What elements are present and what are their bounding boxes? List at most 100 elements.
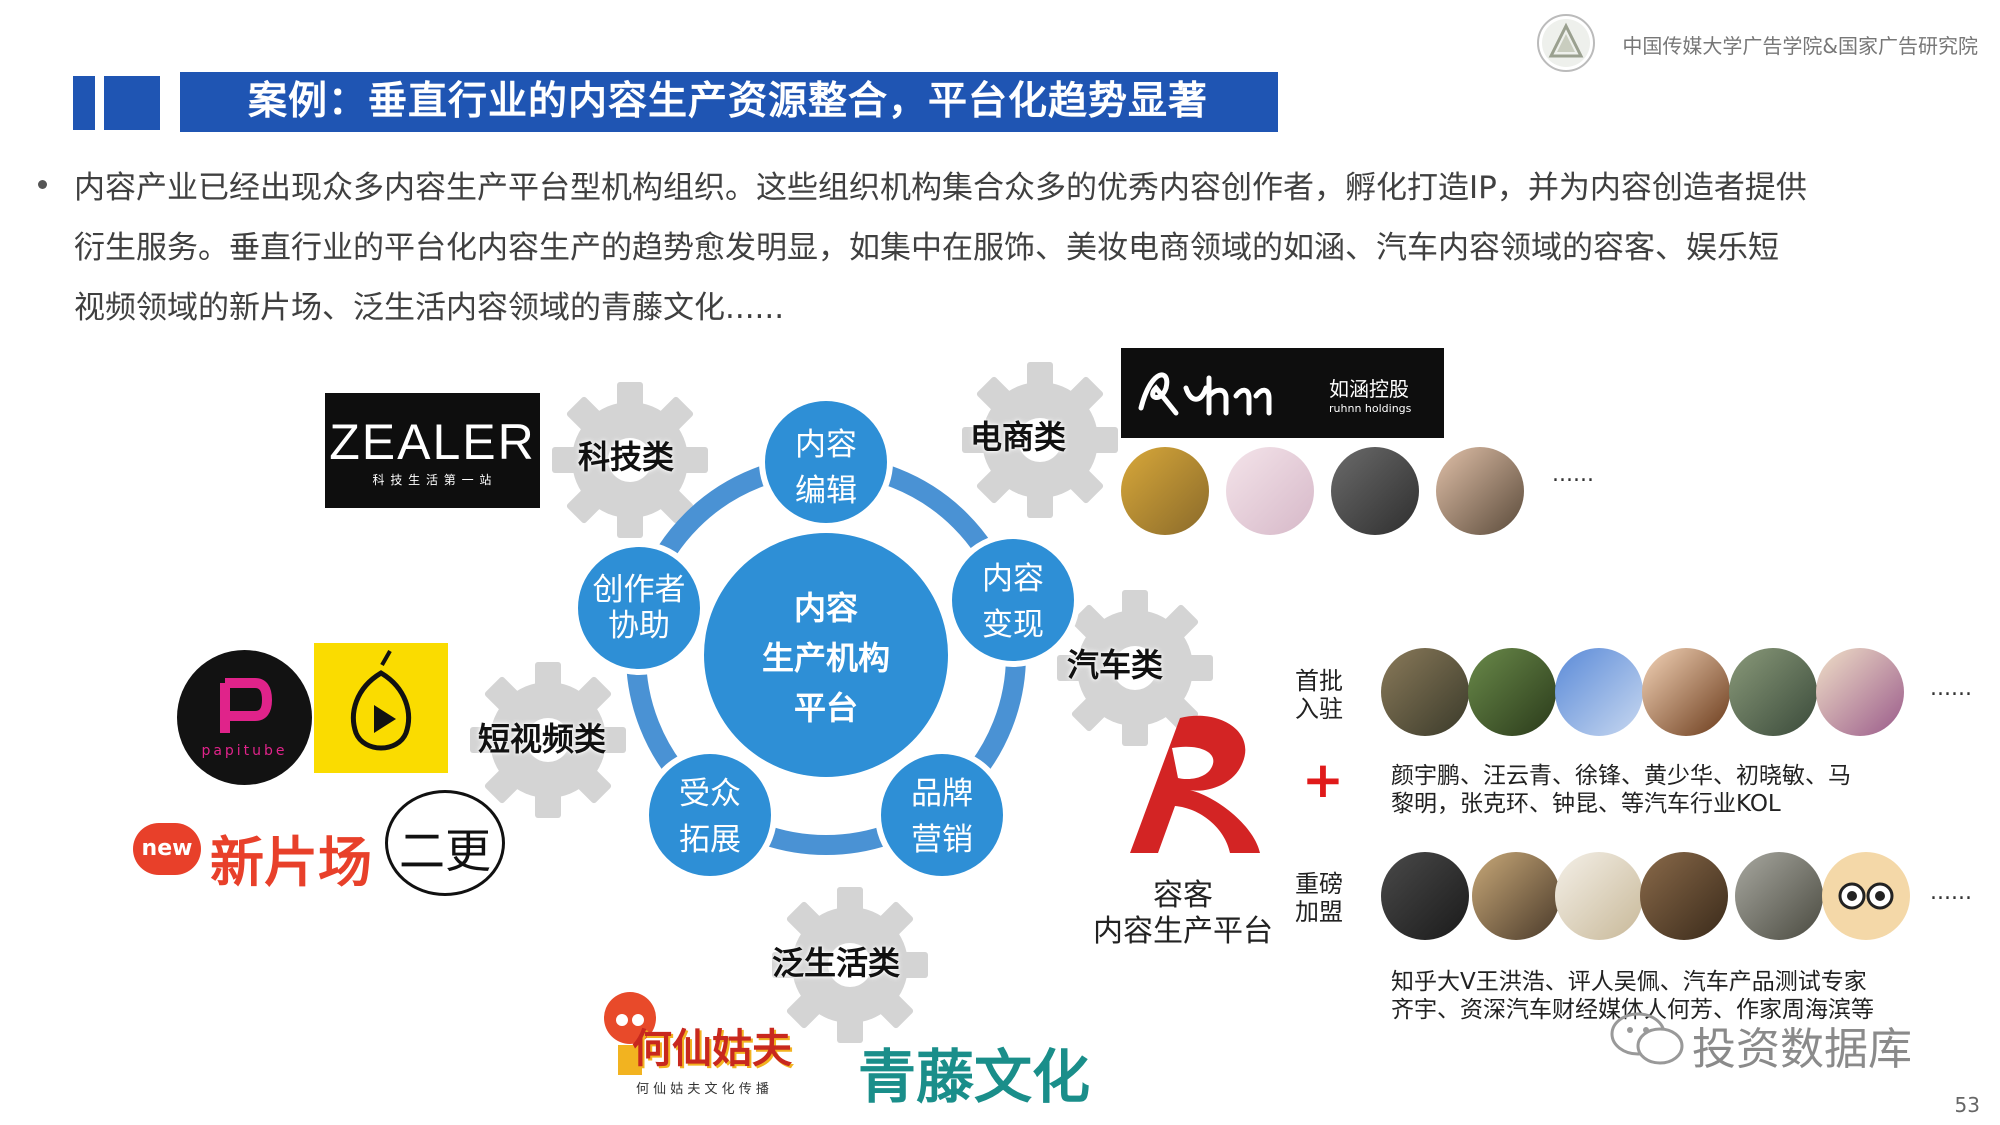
zealer-logo-text: ZEALER — [329, 414, 536, 470]
node-label-marketing: 品牌 营销 — [882, 771, 1002, 863]
ruhnn-script-icon — [1138, 372, 1272, 416]
node-audience-expansion — [643, 748, 777, 882]
xinpianchang-name: 新片场 — [210, 831, 372, 894]
node-creator-assist — [572, 541, 706, 675]
rongke-name: 容客 — [1153, 878, 1213, 913]
first-batch-names-line-1: 颜宇鹏、汪云青、徐锋、黄少华、初晓敏、马 — [1391, 763, 1851, 789]
intro-line-2: 衍生服务。垂直行业的平台化内容生产的趋势愈发明显，如集中在服饰、美妆电商领域的如… — [74, 230, 1779, 266]
node-2-line-2: 营销 — [911, 822, 973, 858]
ruhnn-en-name: ruhnn holdings — [1329, 402, 1412, 415]
node-3-line-1: 受众 — [679, 776, 741, 812]
heavy-join-line-2: 加盟 — [1295, 898, 1343, 926]
center-line-1: 内容 — [793, 589, 858, 627]
center-label: 内容 生产机构 平台 — [726, 583, 926, 733]
category-lifestyle: 泛生活类 — [772, 944, 901, 982]
first-batch-names: 颜宇鹏、汪云青、徐锋、黄少华、初晓敏、马 黎明，张克环、钟昆、等汽车行业KOL — [1391, 762, 1851, 818]
node-label-audience: 受众 拓展 — [650, 771, 770, 863]
first-batch-ellipsis: ...... — [1930, 676, 1972, 701]
kol-avatar-4 — [1642, 648, 1730, 736]
node-3-line-2: 拓展 — [679, 822, 741, 858]
zealer-logo: ZEALER 科 技 生 活 第 一 站 — [325, 393, 540, 508]
bullet-point — [38, 180, 47, 189]
zealer-logo-subtext: 科 技 生 活 第 一 站 — [372, 473, 493, 487]
ruhnn-cn-name: 如涵控股 — [1329, 377, 1409, 401]
kol-avatar-7 — [1381, 852, 1469, 940]
node-content-editing — [759, 395, 893, 529]
category-auto: 汽车类 — [1067, 646, 1164, 684]
slide-title: 案例：垂直行业的内容生产资源整合，平台化趋势显著 — [180, 72, 1278, 132]
kol-avatar-12 — [1822, 852, 1910, 940]
cartoon-face-icon — [1838, 882, 1894, 910]
node-0-line-2: 编辑 — [795, 473, 857, 509]
kol-avatar-6 — [1816, 648, 1904, 736]
pear-video-logo — [314, 643, 448, 773]
heavy-join-label: 重磅 加盟 — [1295, 870, 1343, 926]
intro-line-3: 视频领域的新片场、泛生活内容领域的青藤文化...... — [74, 290, 785, 326]
heavy-join-names-line-1: 知乎大V王洪浩、评人吴佩、汽车产品测试专家 — [1391, 969, 1867, 995]
kol-avatar-10 — [1640, 852, 1728, 940]
node-4-line-1: 创作者 — [592, 572, 686, 608]
intro-paragraph: 内容产业已经出现众多内容生产平台型机构组织。这些组织机构集合众多的优秀内容创作者… — [74, 158, 1974, 338]
watermark-text: 投资数据库 — [1692, 1024, 1912, 1075]
rongke-logo-icon — [1130, 715, 1260, 853]
page-number: 53 — [1954, 1093, 1980, 1117]
plus-icon: + — [1302, 751, 1344, 809]
node-label-creator: 创作者 协助 — [569, 572, 709, 644]
erguan-text: 二更 — [399, 824, 491, 878]
rongke-caption: 容客 内容生产平台 — [1083, 878, 1283, 950]
wechat-icon — [1610, 1012, 1684, 1065]
ruhnn-logo: 如涵控股 ruhnn holdings — [1121, 348, 1444, 438]
first-batch-line-2: 入驻 — [1295, 695, 1343, 723]
category-ecommerce: 电商类 — [970, 418, 1067, 456]
kol-avatar-8 — [1472, 852, 1560, 940]
kol-avatar-9 — [1555, 852, 1643, 940]
first-batch-names-line-2: 黎明，张克环、钟昆、等汽车行业KOL — [1391, 791, 1781, 817]
ecommerce-ellipsis: ...... — [1552, 462, 1594, 487]
papitube-text: papitube — [201, 743, 288, 759]
institute-logo — [1537, 14, 1595, 72]
erguan-logo: 二更 — [385, 790, 505, 896]
influencer-avatar-4 — [1436, 447, 1524, 535]
node-2-line-1: 品牌 — [911, 776, 973, 812]
node-label-monetization: 内容 变现 — [953, 556, 1073, 648]
center-circle — [704, 533, 948, 777]
center-line-3: 平台 — [793, 689, 858, 727]
kol-avatar-3 — [1555, 648, 1643, 736]
first-batch-line-1: 首批 — [1295, 667, 1343, 695]
node-4-line-2: 协助 — [608, 608, 670, 644]
hexiangu-text: 何仙姑夫 — [632, 1026, 792, 1072]
papitube-p-icon — [220, 678, 273, 733]
node-1-line-2: 变现 — [982, 607, 1044, 643]
xinpianchang-new-badge: new — [133, 823, 201, 875]
kol-avatar-11 — [1735, 852, 1823, 940]
node-content-monetization — [946, 533, 1080, 667]
qingteng-logo: 青藤文化 — [858, 1043, 1091, 1111]
kol-avatar-2 — [1468, 648, 1556, 736]
kol-avatar-1 — [1381, 648, 1469, 736]
pear-play-icon — [350, 650, 412, 751]
hexiangu-subtext: 何 仙 姑 夫 文 化 传 播 — [636, 1082, 769, 1097]
heavy-join-line-1: 重磅 — [1295, 870, 1343, 898]
influencer-avatar-1 — [1121, 447, 1209, 535]
node-brand-marketing — [875, 748, 1009, 882]
heavy-join-ellipsis: ...... — [1930, 880, 1972, 905]
title-marker-small — [73, 76, 95, 130]
kol-avatar-5 — [1729, 648, 1817, 736]
institute-name: 中国传媒大学广告学院&国家广告研究院 — [1622, 34, 1978, 58]
category-tech: 科技类 — [578, 438, 675, 476]
influencer-avatar-3 — [1331, 447, 1419, 535]
influencer-avatar-2 — [1226, 447, 1314, 535]
intro-line-1: 内容产业已经出现众多内容生产平台型机构组织。这些组织机构集合众多的优秀内容创作者… — [74, 170, 1807, 206]
hexiangu-character-icon — [604, 992, 656, 1075]
papitube-logo: papitube — [177, 650, 312, 785]
rongke-desc: 内容生产平台 — [1093, 914, 1273, 949]
heavy-join-names: 知乎大V王洪浩、评人吴佩、汽车产品测试专家 齐宇、资深汽车财经媒体人何芳、作家周… — [1391, 968, 1874, 1024]
node-0-line-1: 内容 — [795, 427, 857, 463]
category-shortvideo: 短视频类 — [478, 720, 607, 758]
node-1-line-1: 内容 — [982, 561, 1044, 597]
title-marker-large — [104, 76, 160, 130]
node-label-editing: 内容 编辑 — [766, 422, 886, 514]
heavy-join-names-line-2: 齐宇、资深汽车财经媒体人何芳、作家周海滨等 — [1391, 997, 1874, 1023]
first-batch-label: 首批 入驻 — [1295, 667, 1343, 723]
